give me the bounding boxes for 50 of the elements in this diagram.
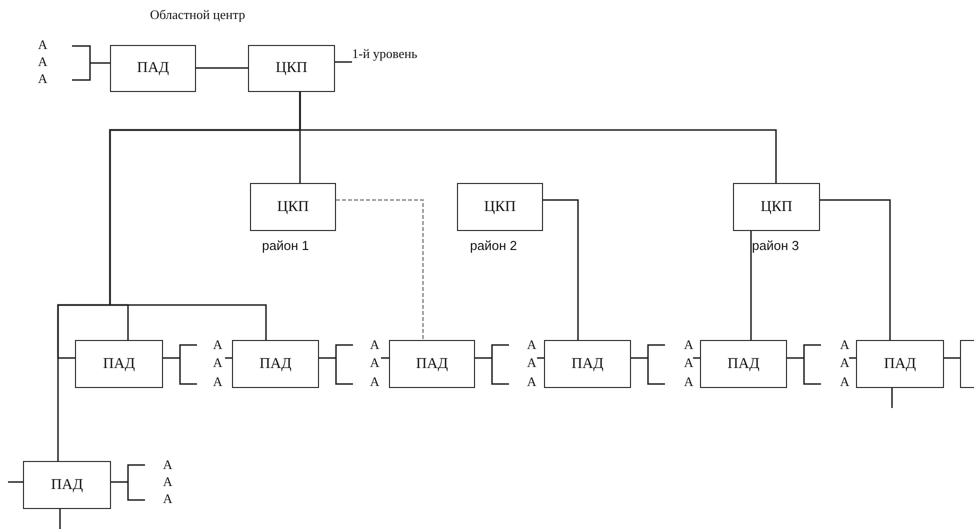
terminal-label: А (527, 338, 536, 352)
terminal-label: А (840, 375, 850, 389)
terminal-label: А (213, 338, 222, 352)
connector-line (59, 509, 61, 529)
terminal-label: А (684, 375, 694, 389)
terminal-label: А (163, 458, 172, 472)
connector-line (750, 231, 752, 340)
process-box: ЦКП (733, 183, 820, 231)
connector-line (944, 357, 960, 359)
process-box: ПАД (23, 461, 111, 509)
process-box: ПАД (110, 45, 196, 92)
district-label: район 1 (262, 238, 309, 253)
district-label: район 3 (752, 238, 799, 253)
connector-line (891, 388, 893, 408)
process-box: ПАД (544, 340, 631, 388)
connector-line (543, 199, 579, 340)
terminal-label: А (38, 72, 48, 86)
process-box: ПАД (75, 340, 163, 388)
connector-line (57, 92, 301, 461)
terminal-label: А (840, 338, 850, 352)
terminal-label: А (527, 356, 536, 370)
connector-line (196, 67, 248, 69)
process-box: ЦКП (248, 45, 335, 92)
process-box: ПАД (389, 340, 475, 388)
process-box: ЦКП (457, 183, 543, 231)
process-box: ЦКП (250, 183, 336, 231)
connector-line (336, 199, 424, 340)
terminal-label: А (684, 356, 694, 370)
process-box (960, 340, 974, 388)
terminal-label: А (370, 356, 380, 370)
terminal-label: А (163, 475, 172, 489)
connector-line (820, 199, 891, 340)
terminal-label: А (684, 338, 694, 352)
terminal-label: А (213, 375, 222, 389)
terminal-label: А (370, 338, 380, 352)
process-box: ПАД (700, 340, 787, 388)
terminal-label: А (370, 375, 380, 389)
connector-line (8, 481, 23, 483)
region-heading: Областной центр (150, 8, 246, 22)
district-label: район 2 (470, 238, 517, 253)
terminal-label: А (38, 38, 48, 52)
terminal-label: А (163, 492, 172, 506)
process-box: ПАД (856, 340, 944, 388)
level-label: 1-й уровень (352, 46, 418, 62)
terminal-label: А (840, 356, 850, 370)
terminal-label: А (38, 55, 48, 69)
terminal-label: А (527, 375, 536, 389)
process-box: ПАД (232, 340, 319, 388)
connector-line (335, 61, 352, 63)
terminal-label: А (213, 356, 222, 370)
